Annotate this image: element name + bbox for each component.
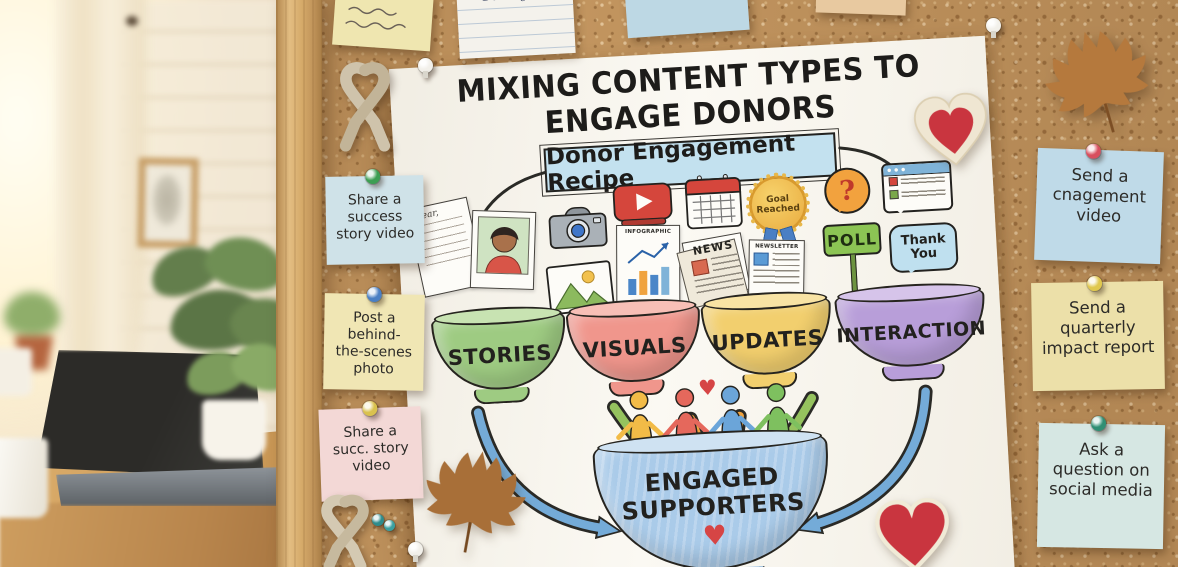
index-card: Donting: [456, 0, 576, 59]
bowl-interaction-label: INTERACTION: [835, 316, 987, 348]
pushpin: [418, 58, 433, 78]
maple-leaf-icon: [426, 451, 526, 553]
pushpin: [1090, 415, 1107, 432]
awareness-ribbon-icon: [321, 494, 369, 567]
maple-leaf-icon: [1045, 31, 1149, 133]
note-share-success-video: Share a success story video: [325, 168, 425, 265]
question-mark: ?: [838, 174, 857, 207]
infographic-icon: INFOGRAPHIC: [616, 224, 681, 310]
photo-icon: [469, 210, 537, 290]
heart-icon: ♥: [701, 519, 728, 553]
camera-icon: [548, 206, 608, 249]
letter-text-lines: [417, 215, 473, 271]
note-ask-question-social: Ask a question on social media: [1036, 415, 1166, 550]
pushpin: [986, 18, 1001, 38]
pushpin: [384, 520, 395, 531]
bowl-stories: STORIES: [430, 303, 569, 405]
pushpin: [1086, 275, 1103, 292]
note-text: Share a succ. story video: [332, 423, 410, 475]
bowl-visuals-label: VISUALS: [582, 332, 688, 363]
handwriting-scribble: [345, 6, 406, 30]
goal-badge-text: Goal Reached: [744, 170, 812, 239]
note-succ-story-video: Share a succ. story video: [318, 400, 424, 502]
note-top-yellow: [332, 0, 434, 52]
newsletter-label: NEWSLETTER: [755, 243, 799, 251]
curtain-rod-end: [126, 16, 138, 26]
felt-heart-icon: [875, 498, 949, 567]
pushpin: [372, 514, 384, 526]
engaged-supporters-bowl: ENGAGED SUPPORTERS ♥: [592, 383, 835, 567]
note-text: Post a behind- the-scenes photo: [335, 309, 413, 378]
poll-label: POLL: [822, 221, 882, 258]
note-behind-the-scenes: Post a behind- the-scenes photo: [323, 286, 425, 391]
bowl-updates: UPDATES: [700, 288, 835, 390]
coffee-mug: [0, 438, 48, 518]
note-text: Send a quarterly impact report: [1041, 297, 1155, 359]
felt-heart-icon: [914, 92, 987, 166]
note-engagement-video: Send a cnagement video: [1034, 143, 1164, 265]
note-text: Ask a question on social media: [1048, 439, 1153, 501]
note-text: Send a cnagement video: [1052, 165, 1147, 227]
shelf-cup: [0, 348, 32, 396]
thank-you-label: Thank You: [900, 231, 946, 263]
thank-you-bubble-icon: Thank You: [888, 221, 959, 274]
corkboard-wood-frame: [276, 0, 322, 567]
windowsill-plant: [0, 292, 74, 370]
pushpin: [1085, 143, 1102, 160]
video-player-icon: [612, 182, 673, 227]
bowl-updates-label: UPDATES: [710, 324, 824, 355]
awareness-ribbon-icon: [339, 62, 391, 152]
white-plant-pot: [202, 400, 266, 460]
note-text: Share a success story video: [336, 191, 415, 243]
pushpin: [362, 400, 378, 417]
index-card-text: Donting: [482, 0, 527, 4]
news-icon: NEWS: [681, 232, 751, 300]
pushpin: [366, 286, 382, 303]
heart-icon: ♥: [697, 375, 718, 401]
calendar-icon: [684, 173, 743, 230]
infographic-chart: [627, 242, 670, 295]
newsletter-icon: NEWSLETTER: [748, 239, 805, 297]
portrait-person: [484, 227, 522, 275]
picture-frame: [137, 157, 199, 249]
bowl-interaction: INTERACTION: [834, 280, 989, 383]
pushpin: [408, 542, 423, 562]
bowl-stories-label: STORIES: [447, 339, 553, 370]
poster: MIXING CONTENT TYPES TO ENGAGE DONORS Do…: [388, 35, 1017, 567]
bowl-visuals: VISUALS: [565, 296, 704, 398]
note-quarterly-impact-report: Send a quarterly impact report: [1031, 275, 1165, 392]
pushpin: [365, 168, 381, 185]
